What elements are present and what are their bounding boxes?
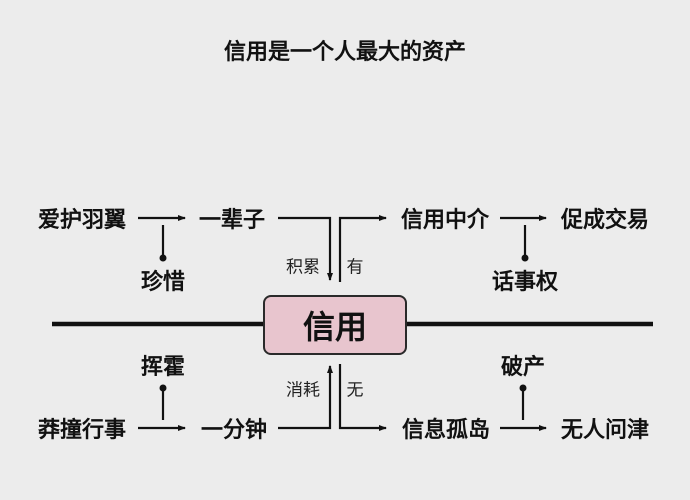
node-cherish-feathers: 爱护羽翼 <box>37 208 127 233</box>
node-one-minute: 一分钟 <box>200 418 268 443</box>
diagram-title: 信用是一个人最大的资产 <box>223 40 467 65</box>
arrow-consume <box>278 365 333 430</box>
label-have: 有 <box>346 257 364 278</box>
label-accumulate: 积累 <box>286 257 320 278</box>
center-node-credit: 信用 <box>263 295 407 355</box>
node-info-island: 信息孤岛 <box>401 418 491 443</box>
label-none: 无 <box>346 380 364 401</box>
node-voice: 话事权 <box>491 270 559 295</box>
node-credit-agent: 信用中介 <box>400 208 490 233</box>
node-treasure: 珍惜 <box>140 270 186 295</box>
node-lifetime: 一辈子 <box>198 208 266 233</box>
arrow-accumulate <box>278 216 333 281</box>
arrow-have <box>338 215 387 282</box>
node-squander: 挥霍 <box>140 355 186 380</box>
arrow-none <box>338 364 387 431</box>
node-ignored: 无人问津 <box>560 418 650 443</box>
node-bankrupt: 破产 <box>500 355 546 380</box>
node-facilitate-deal: 促成交易 <box>560 208 650 233</box>
label-consume: 消耗 <box>286 380 320 401</box>
node-reckless: 莽撞行事 <box>37 418 127 443</box>
